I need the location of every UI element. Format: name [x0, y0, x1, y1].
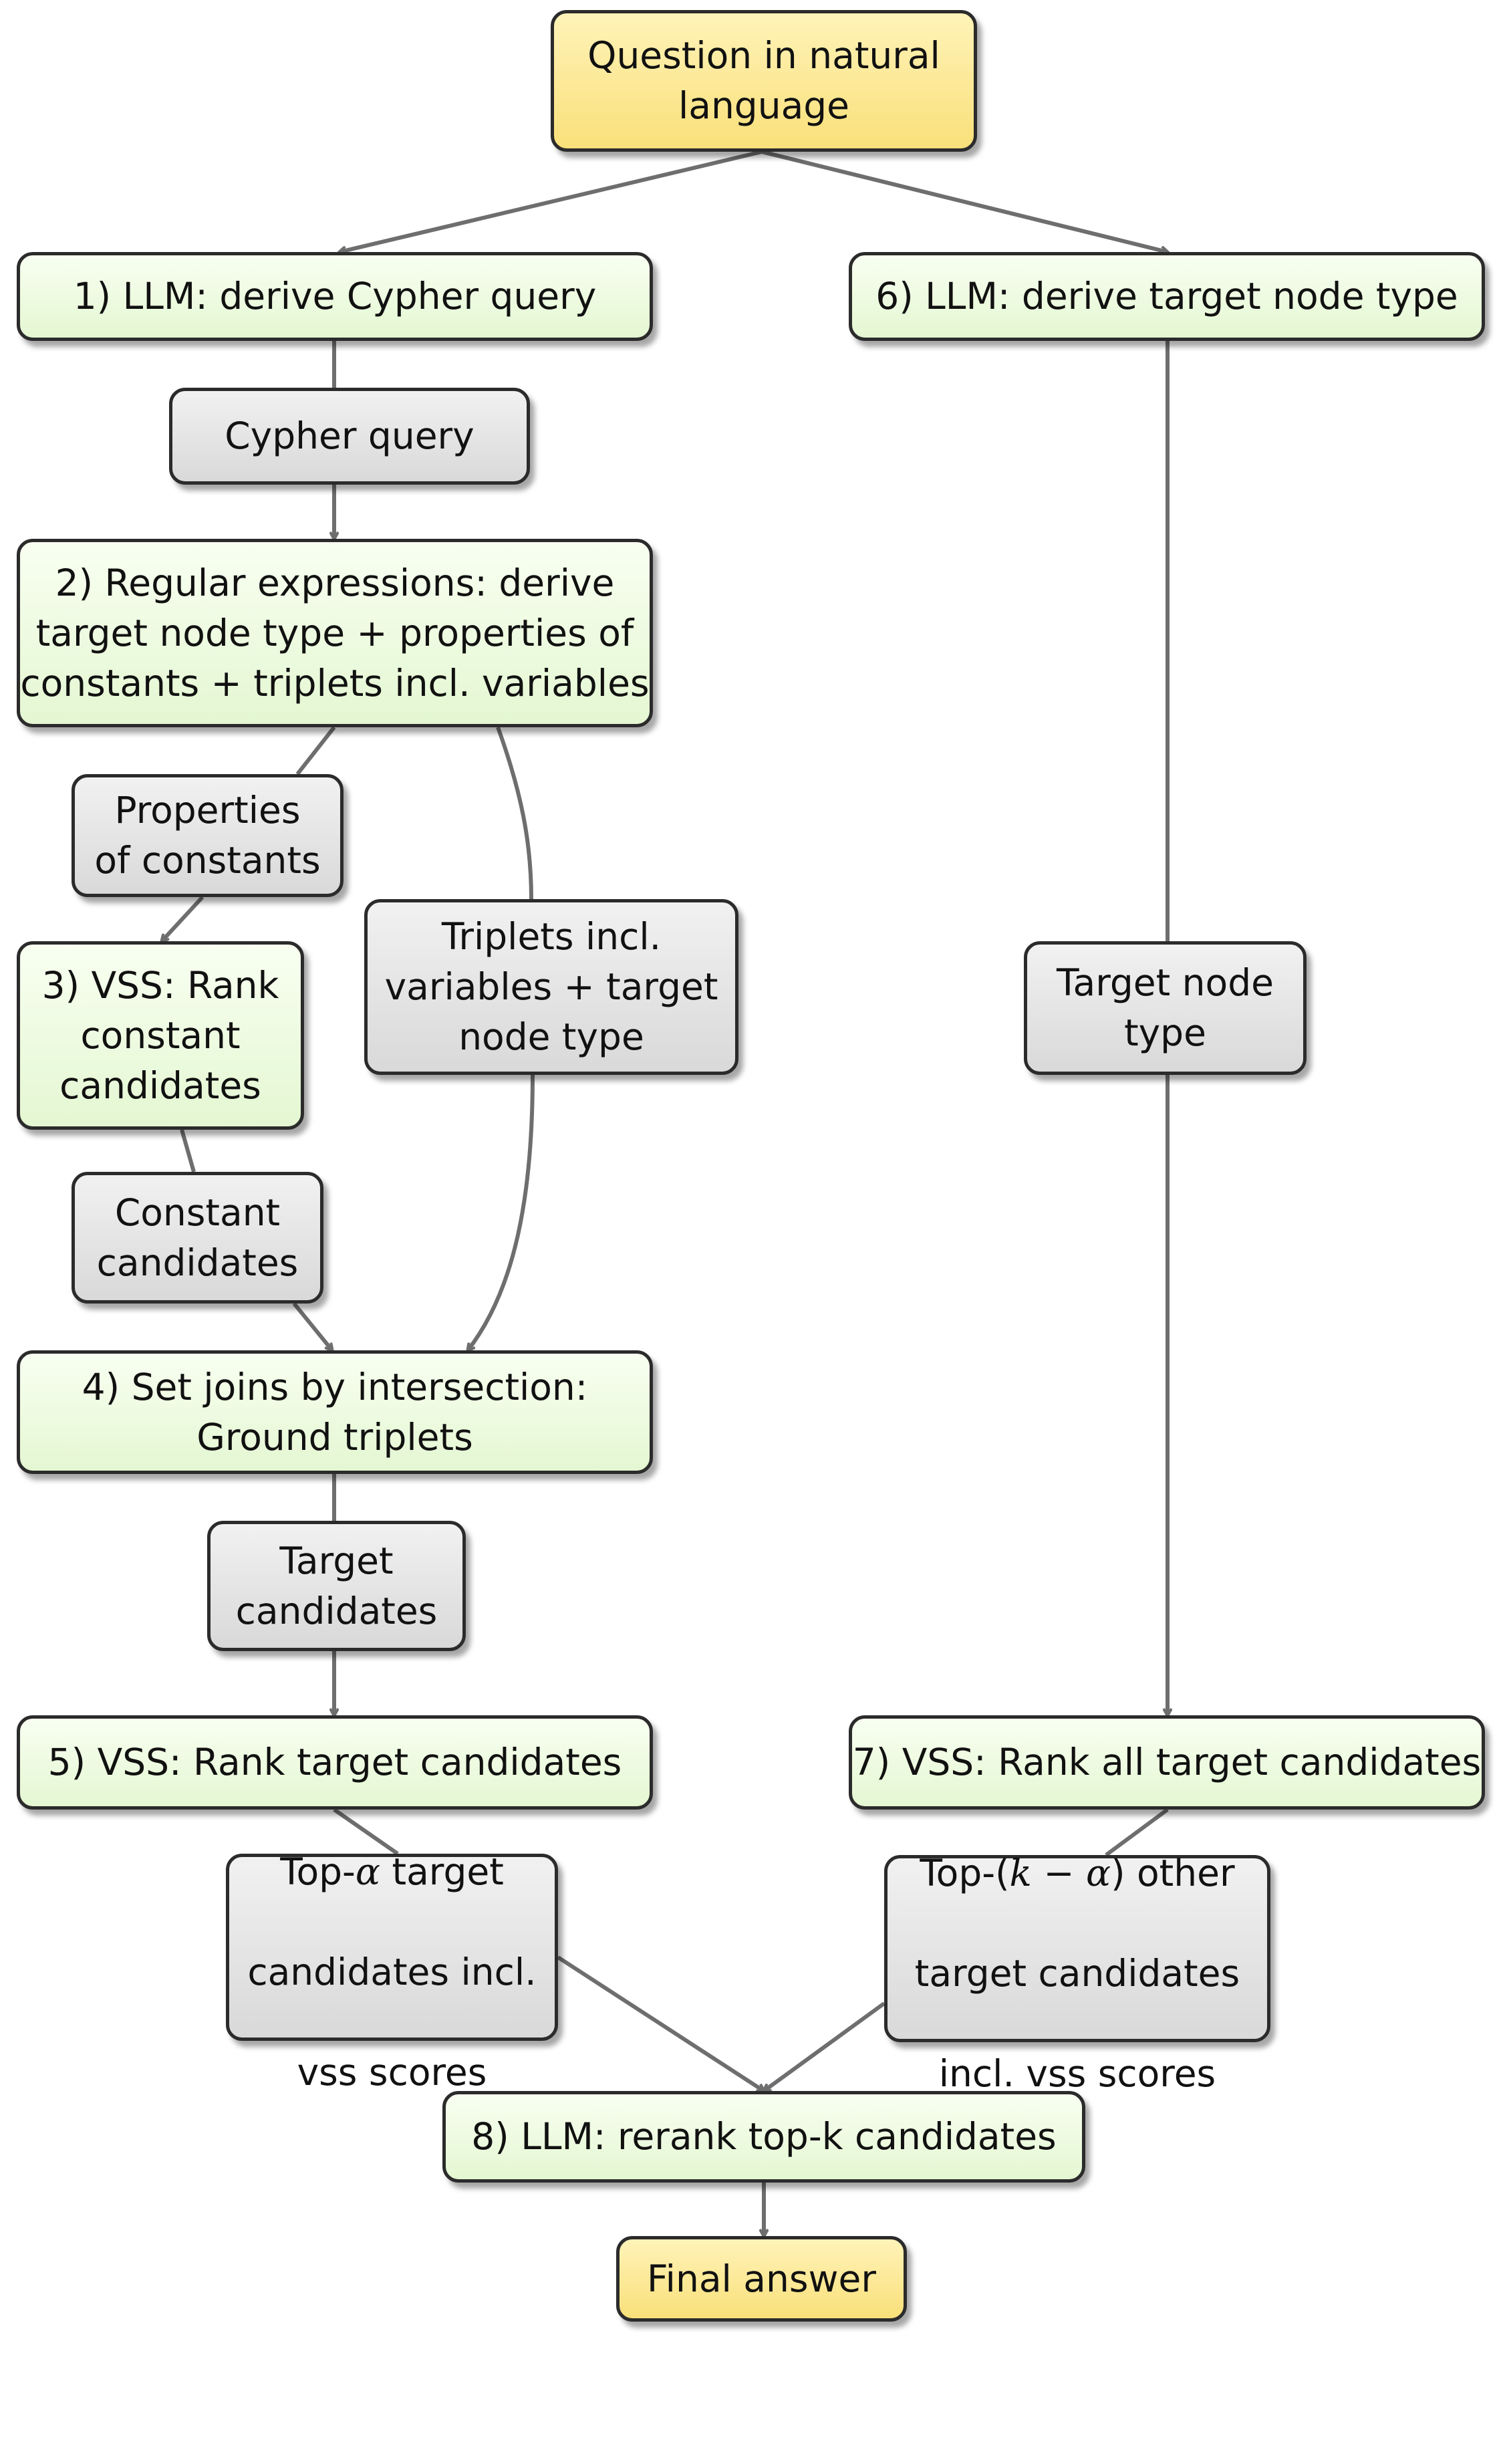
step2-regular-expressions: 2) Regular expressions: derive target no… [17, 539, 653, 727]
step6-derive-target-node-type: 6) LLM: derive target node type [849, 252, 1485, 341]
edge-step3-to-constcand [180, 1129, 196, 1173]
step8-rerank-top-k: 8) LLM: rerank top-k candidates [442, 2091, 1085, 2183]
properties-of-constants-node: Properties of constants [72, 774, 344, 897]
top-k-alpha-prefix: Top-( [920, 1852, 1010, 1894]
cypher-query-node: Cypher query [169, 388, 530, 485]
edge-step2-to-properties [295, 726, 336, 775]
step5-rank-target-candidates: 5) VSS: Rank target candidates [17, 1715, 653, 1810]
edge-topalpha-to-step8 [557, 1955, 764, 2091]
step4-set-joins: 4) Set joins by intersection: Ground tri… [17, 1350, 653, 1474]
target-candidates-node: Target candidates [207, 1521, 466, 1651]
target-node-type-node: Target node type [1024, 941, 1307, 1075]
edge-step7-to-topkalpha [1105, 1808, 1169, 1857]
edge-topkalpha-to-step8 [764, 2001, 885, 2091]
edge-step5-to-topalpha [333, 1808, 399, 1856]
top-alpha-line2: candidates incl. [247, 1951, 537, 1993]
alpha-symbol: α [1085, 1852, 1111, 1894]
edge-properties-to-step3 [162, 895, 204, 941]
edge-question-to-step6 [761, 150, 1168, 252]
top-k-minus-alpha-candidates-node: Top-(k − α) other target candidates incl… [884, 1852, 1270, 2095]
step1-derive-cypher-query: 1) LLM: derive Cypher query [17, 252, 653, 341]
top-alpha-candidates-node: Top-α target candidates incl. vss scores [226, 1850, 558, 2094]
top-k-alpha-line3: incl. vss scores [938, 2052, 1216, 2095]
top-alpha-line1-rest: target [380, 1850, 504, 1893]
top-alpha-prefix: Top- [280, 1850, 356, 1893]
k-symbol: k [1009, 1852, 1032, 1894]
top-k-alpha-line1-rest: ) other [1111, 1852, 1235, 1894]
step7-rank-all-target-candidates: 7) VSS: Rank all target candidates [849, 1715, 1485, 1810]
edge-constcand-to-step4 [292, 1302, 332, 1350]
edge-step2-to-triplets [496, 726, 533, 900]
triplets-node: Triplets incl. variables + target node t… [364, 899, 738, 1075]
edge-question-to-step1 [339, 150, 763, 252]
final-answer-node: Final answer [616, 2236, 907, 2322]
edge-triplets-to-step4 [468, 1074, 535, 1350]
top-alpha-line3: vss scores [297, 2051, 487, 2094]
minus-symbol: − [1031, 1852, 1086, 1894]
question-node: Question in natural language [551, 10, 977, 152]
constant-candidates-node: Constant candidates [72, 1172, 323, 1304]
top-k-alpha-line2: target candidates [914, 1952, 1240, 1995]
step3-rank-constant-candidates: 3) VSS: Rank constant candidates [17, 941, 304, 1130]
alpha-symbol: α [355, 1850, 381, 1893]
